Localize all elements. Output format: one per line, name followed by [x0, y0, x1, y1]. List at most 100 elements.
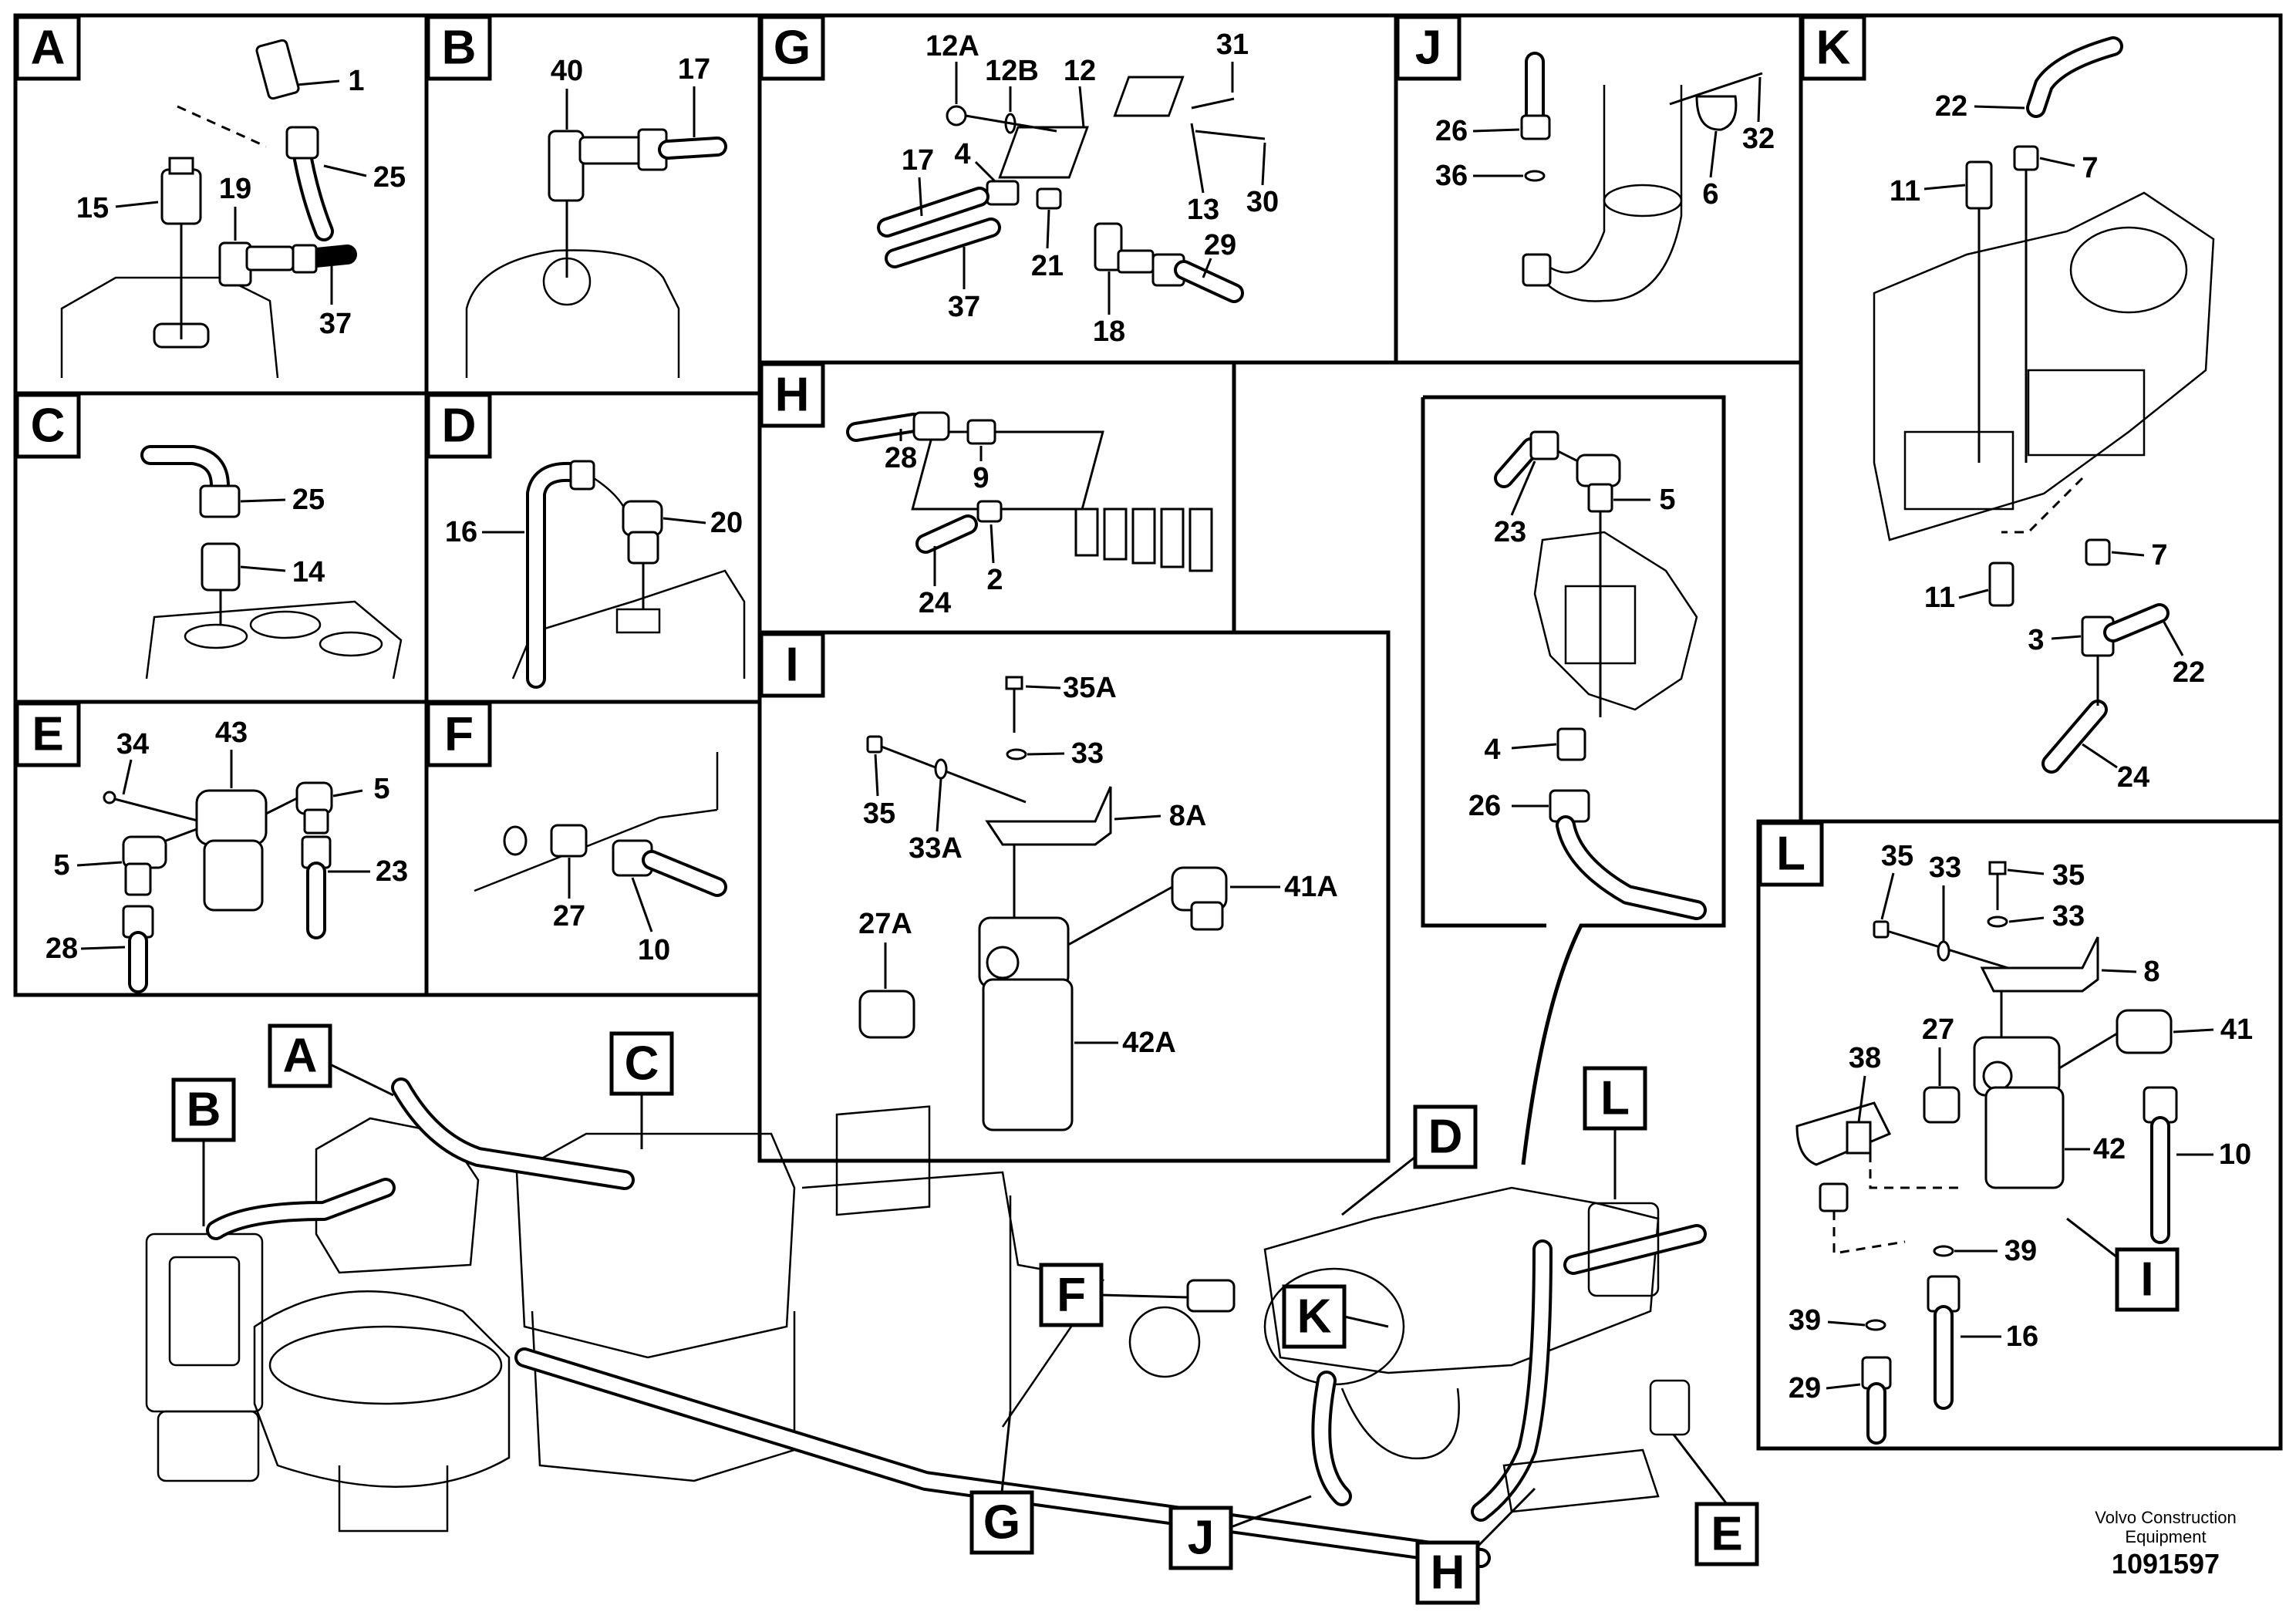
oring-36 — [1524, 170, 1546, 182]
panel-i-letter-box — [759, 632, 825, 698]
label-h-28: 28 — [885, 442, 917, 474]
callout-f-leader — [1101, 1293, 1188, 1299]
panel-h-letter-box — [759, 362, 825, 428]
leader-k-22-top — [1974, 105, 2025, 110]
label-h-9: 9 — [973, 462, 989, 494]
callout-j: J — [1188, 1512, 1214, 1565]
label-g-12a: 12A — [925, 30, 979, 62]
leader-k-7-bottom — [2111, 551, 2145, 557]
fitting-21 — [1036, 187, 1062, 210]
d-tube — [593, 477, 626, 510]
tee-38 — [1795, 1101, 1892, 1166]
motor-b-main — [145, 1233, 264, 1413]
panel-a-letter: A — [31, 22, 66, 75]
leader-j-32 — [1757, 76, 1762, 123]
deck — [801, 1171, 1105, 1428]
label-l-10: 10 — [2219, 1138, 2251, 1171]
brand-line-2: Equipment — [2125, 1527, 2206, 1546]
label-a-1: 1 — [348, 65, 364, 97]
leader-g-30 — [1261, 142, 1266, 186]
k-dash — [2001, 477, 2084, 534]
label-j-6: 6 — [1702, 178, 1718, 211]
callout-d-leader — [1341, 1155, 1416, 1216]
manifold-h — [911, 430, 1104, 511]
filter-43-head — [195, 789, 268, 846]
panel-f-drawing — [474, 752, 727, 897]
callout-d: D — [1428, 1111, 1463, 1164]
panel-letters: A B C D E F G H I J K L — [15, 15, 1866, 887]
main-assembly — [145, 1077, 1707, 1568]
washer-33 — [1006, 748, 1027, 760]
panel-l-drawing — [1795, 861, 2178, 1445]
elbow-41a-stem — [1190, 901, 1224, 931]
panel-j-drawing — [1520, 52, 1763, 302]
washer-33a — [934, 758, 948, 780]
label-e-34: 34 — [116, 728, 149, 760]
panel-b-letter-box — [426, 15, 492, 81]
panel-d-labels: 16 20 — [445, 507, 743, 548]
label-g-4: 4 — [954, 138, 970, 170]
leader-g-21 — [1046, 209, 1050, 249]
main-pump — [1263, 1186, 1660, 1374]
label-l-35-left: 35 — [1881, 840, 1913, 872]
leader-k-7-top — [2039, 157, 2075, 167]
panel-i-letter: I — [785, 639, 798, 692]
callout-b: B — [187, 1084, 221, 1137]
bolt-34 — [111, 797, 201, 823]
assembly-dash — [177, 105, 267, 148]
label-detail-5: 5 — [1659, 484, 1675, 516]
main-fitting-f — [1186, 1279, 1236, 1313]
label-l-33-left: 33 — [1929, 851, 1961, 884]
label-g-13: 13 — [1187, 194, 1219, 226]
label-g-30: 30 — [1246, 186, 1279, 218]
label-l-35-right: 35 — [2052, 859, 2085, 892]
detail-labels: 23 5 4 26 — [1468, 460, 1676, 822]
footer: Volvo Construction Equipment 1091597 — [2095, 1508, 2236, 1580]
c-housing — [145, 600, 403, 679]
leader-detail-23 — [1510, 460, 1536, 516]
label-g-12: 12 — [1064, 55, 1096, 87]
panel-f-labels: 27 10 — [553, 858, 670, 966]
label-j-36: 36 — [1435, 160, 1468, 192]
elbow-5-left-stem — [124, 862, 152, 896]
elbow-41 — [2116, 1009, 2173, 1054]
clamp-6 — [1695, 95, 1738, 131]
label-a-15: 15 — [76, 192, 109, 224]
panel-f-letter-box — [426, 701, 492, 767]
panel-a-labels: 1 25 15 19 37 — [76, 65, 406, 340]
callout-k: K — [1297, 1290, 1332, 1344]
callout-g: G — [983, 1496, 1020, 1549]
fitting-7-bottom — [2085, 538, 2111, 566]
h-elbow — [912, 411, 950, 441]
leader-h-2 — [990, 524, 995, 564]
label-l-16: 16 — [2006, 1320, 2038, 1353]
panel-i-frame — [757, 630, 1391, 1163]
label-g-18: 18 — [1093, 315, 1125, 348]
callout-e: E — [1711, 1508, 1742, 1561]
elbow-5d — [1576, 454, 1621, 487]
callout-l: L — [1600, 1072, 1630, 1125]
leader-g-12 — [1078, 86, 1085, 128]
bolt-32 — [1669, 72, 1763, 106]
elbow-18 — [1094, 222, 1123, 271]
leader-g-17 — [918, 177, 923, 217]
panel-c-drawing — [140, 445, 403, 679]
callout-i-leader — [2066, 1217, 2118, 1259]
oring-39-right — [1933, 1245, 1954, 1257]
callout-j-box — [1168, 1506, 1233, 1570]
fitting-20 — [622, 500, 663, 537]
label-i-33: 33 — [1071, 737, 1104, 770]
main-filter-l — [1587, 1202, 1660, 1297]
label-h-24: 24 — [919, 587, 951, 619]
leader-a-15 — [115, 201, 159, 208]
label-e-5-right: 5 — [373, 773, 389, 805]
panel-c-letter-box — [15, 393, 81, 459]
callout-f: F — [1057, 1269, 1086, 1322]
filter-42-can — [1984, 1086, 2065, 1189]
leader-e-34 — [122, 759, 133, 795]
panel-k-drawing — [1873, 36, 2215, 774]
nut-25c — [199, 484, 241, 518]
label-k-7-bottom: 7 — [2151, 539, 2167, 572]
label-f-10: 10 — [638, 934, 670, 966]
label-l-42: 42 — [2093, 1133, 2126, 1165]
